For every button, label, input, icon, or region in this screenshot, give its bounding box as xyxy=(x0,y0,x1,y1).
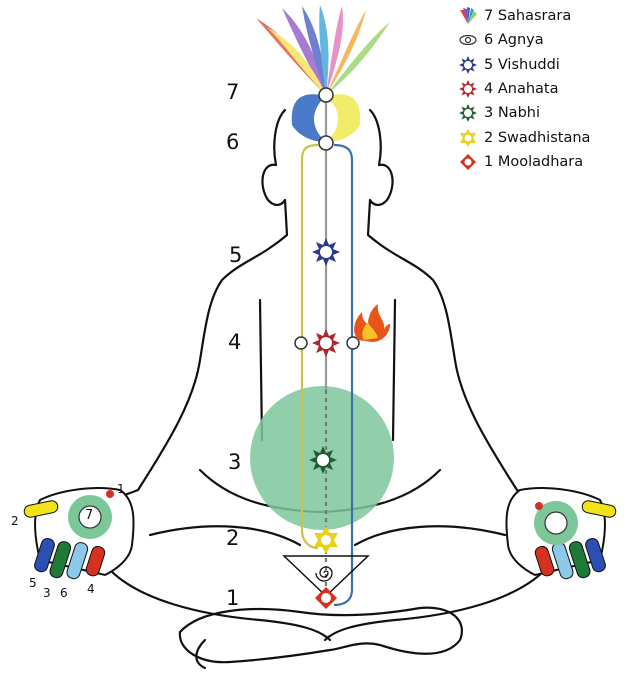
legend-item-agnya: 6 Agnya xyxy=(458,28,638,52)
level-label-2: 2 xyxy=(226,526,240,550)
legend-item-vishuddi: 5 Vishuddi xyxy=(458,53,638,77)
agnya-icon xyxy=(459,35,477,46)
right-hand xyxy=(505,487,617,580)
finger-label-2: 3 xyxy=(43,586,51,600)
right-channel xyxy=(333,143,354,607)
left-hand xyxy=(23,487,135,580)
level-label-1: 1 xyxy=(226,586,240,610)
vishuddi-chakra xyxy=(312,238,340,266)
legend-label: 5 Vishuddi xyxy=(484,56,560,73)
level-label-6: 6 xyxy=(226,130,240,154)
sacrum-triangle xyxy=(282,555,370,598)
legend-label: 3 Nabhi xyxy=(484,105,540,122)
legend-item-anahata: 4 Anahata xyxy=(458,77,638,101)
finger-label-4: 4 xyxy=(87,582,95,596)
flame-icon xyxy=(354,304,390,342)
legend-item-mooladhara: 1 Mooladhara xyxy=(458,150,638,174)
level-label-4: 4 xyxy=(228,330,242,354)
legend-item-sahasrara: 7 Sahasrara xyxy=(458,4,638,28)
chakra-legend: 7 Sahasrara 6 Agnya 5 Vishuddi 4 Anahata… xyxy=(458,4,638,174)
legend-label: 2 Swadhistana xyxy=(484,129,591,146)
mooladhara-chakra xyxy=(315,587,337,609)
agnya-node xyxy=(318,135,334,151)
legend-label: 4 Anahata xyxy=(484,81,559,98)
nabhi-icon xyxy=(459,104,477,123)
dot-label: 1 xyxy=(117,482,125,496)
level-label-7: 7 xyxy=(226,80,240,104)
vishuddi-icon xyxy=(459,55,477,74)
agnya-right-leaf xyxy=(326,94,361,142)
agnya-left-leaf xyxy=(291,94,326,142)
sahasrara-icon xyxy=(460,7,477,25)
right-heart-node xyxy=(346,336,360,350)
nabhi-chakra xyxy=(309,446,337,474)
sahasrara-petals xyxy=(256,5,390,95)
palm-label: 7 xyxy=(85,508,94,523)
legend-label: 7 Sahasrara xyxy=(484,8,572,25)
finger-label-3: 6 xyxy=(60,586,68,600)
legend-item-swadhistana: 2 Swadhistana xyxy=(458,125,638,149)
kundalini-spiral xyxy=(315,566,333,582)
sahasrara-node xyxy=(318,87,334,103)
mooladhara-icon xyxy=(460,153,476,170)
finger-label-1: 5 xyxy=(29,576,37,590)
level-label-3: 3 xyxy=(228,450,242,474)
left-heart-node xyxy=(294,336,308,350)
level-label-5: 5 xyxy=(229,243,243,267)
legend-label: 1 Mooladhara xyxy=(484,153,584,170)
legend-item-nabhi: 3 Nabhi xyxy=(458,101,638,125)
anahata-chakra xyxy=(312,329,340,357)
anahata-icon xyxy=(459,80,477,99)
swadhistana-chakra xyxy=(314,526,338,554)
thumb-label: 2 xyxy=(11,514,19,528)
legend-label: 6 Agnya xyxy=(484,32,544,49)
swadhistana-icon xyxy=(460,128,476,147)
